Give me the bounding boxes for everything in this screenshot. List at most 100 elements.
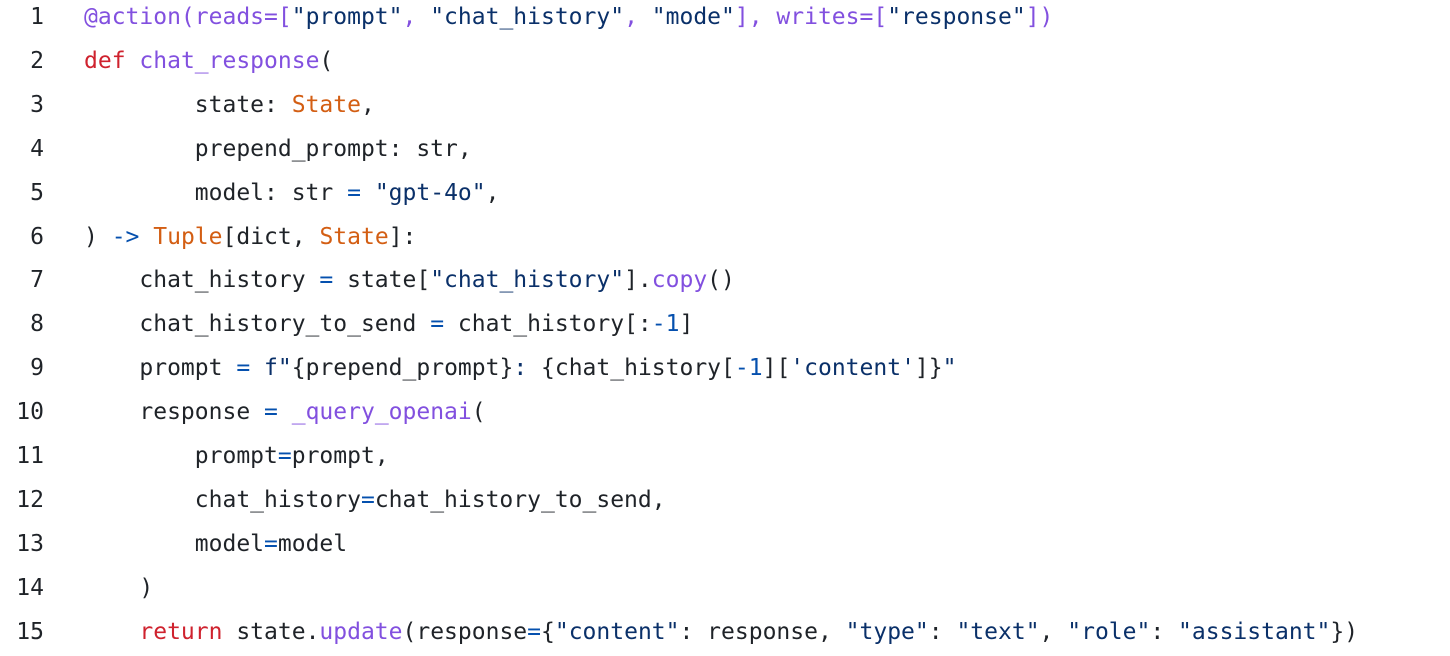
line-number: 10 xyxy=(16,399,44,426)
code-token-text: prompt, xyxy=(291,443,389,469)
code-token-string: f" xyxy=(264,355,292,382)
code-token-text xyxy=(250,355,264,381)
code-token-op: = xyxy=(277,443,292,469)
code-token-func: @action(reads=[ xyxy=(84,4,292,30)
code-token-text: () xyxy=(707,267,735,294)
code-token-string: "gpt-4o" xyxy=(374,179,486,206)
code-token-func: , xyxy=(624,4,652,30)
line-number: 2 xyxy=(30,47,44,74)
code-token-text: chat_history xyxy=(84,267,320,294)
code-token-text: ]: xyxy=(388,223,417,250)
code-token-keyword: def xyxy=(84,47,126,74)
code-token-string: "role" xyxy=(1067,618,1151,645)
code-text: prepend_prompt: str, xyxy=(84,127,472,171)
code-token-text: chat_history_to_send xyxy=(84,311,431,338)
code-token-text: model xyxy=(277,530,348,557)
code-token-text: }) xyxy=(1330,618,1359,645)
code-token-text: response xyxy=(84,399,265,426)
code-token-text: , xyxy=(485,179,500,206)
code-token-text: [dict, xyxy=(222,223,320,250)
code-token-type: Tuple xyxy=(153,223,223,250)
code-token-op: -> xyxy=(111,223,140,250)
code-token-func: ]) xyxy=(1025,4,1054,30)
code-token-text xyxy=(139,224,153,250)
code-text: model: str = "gpt-4o", xyxy=(84,171,500,215)
code-token-type: State xyxy=(291,91,361,118)
code-token-op: = xyxy=(360,486,375,513)
code-token-string: "prompt" xyxy=(291,4,403,30)
code-token-string: "assistant" xyxy=(1178,618,1331,645)
code-token-text: state. xyxy=(222,618,320,645)
code-token-text: ( xyxy=(471,399,486,426)
code-text: model=model xyxy=(84,522,347,566)
code-token-text: , xyxy=(1039,618,1068,645)
code-token-op: = xyxy=(430,311,445,338)
code-token-text: ] xyxy=(679,311,694,338)
code-token-text: (response xyxy=(402,618,528,645)
line-number: 9 xyxy=(30,355,44,382)
code-token-text: , xyxy=(360,91,375,118)
code-token-text: chat_history xyxy=(84,486,361,513)
line-number: 4 xyxy=(30,135,44,162)
code-token-keyword: return xyxy=(139,618,223,645)
code-token-type: State xyxy=(319,223,389,250)
code-text: prompt = f"{prepend_prompt}: {chat_histo… xyxy=(84,346,956,390)
line-number: 5 xyxy=(30,179,44,206)
code-text: chat_history = state["chat_history"].cop… xyxy=(84,258,735,302)
code-text: response = _query_openai( xyxy=(84,390,486,434)
code-token-string: "mode" xyxy=(651,4,735,30)
code-token-text: state: xyxy=(84,91,292,118)
code-token-text xyxy=(278,399,292,425)
code-token-text: prompt xyxy=(84,443,278,469)
code-token-text: ) xyxy=(84,574,154,601)
code-text: chat_history_to_send = chat_history[:-1] xyxy=(84,302,693,346)
code-token-op: = xyxy=(236,355,251,382)
line-number: 12 xyxy=(16,486,44,513)
code-token-string: " xyxy=(942,355,957,382)
line-number: 15 xyxy=(16,618,44,645)
code-token-text: {chat_history[ xyxy=(541,355,735,382)
line-number: 3 xyxy=(30,91,44,118)
code-token-text xyxy=(84,619,139,645)
line-number: 14 xyxy=(16,574,44,601)
code-token-text: : xyxy=(928,618,957,645)
code-token-num: -1 xyxy=(651,311,680,338)
code-token-string: "text" xyxy=(956,618,1040,645)
code-token-text: ) xyxy=(84,223,112,250)
line-number: 6 xyxy=(30,223,44,250)
code-text: chat_history=chat_history_to_send, xyxy=(84,478,666,522)
code-token-string: "chat_history" xyxy=(430,267,625,294)
code-token-text: chat_history[: xyxy=(444,311,652,338)
code-token-func: _query_openai xyxy=(291,399,472,426)
code-token-string: "type" xyxy=(845,618,929,645)
code-token-op: = xyxy=(319,267,334,294)
code-text: ) -> Tuple[dict, State]: xyxy=(84,215,416,259)
code-text: @action(reads=["prompt", "chat_history",… xyxy=(84,0,1053,39)
code-token-op: = xyxy=(347,179,361,206)
line-number: 1 xyxy=(30,4,44,30)
code-token-text: : xyxy=(1150,618,1179,645)
code-token-num: -1 xyxy=(734,355,763,382)
code-text: return state.update(response={"content":… xyxy=(84,610,1358,654)
code-token-op: = xyxy=(264,530,278,557)
code-text: state: State, xyxy=(84,83,375,127)
line-number: 11 xyxy=(16,443,44,469)
code-token-text: model: str xyxy=(84,179,348,206)
code-token-text: prompt xyxy=(84,355,237,382)
code-token-op: = xyxy=(527,618,541,645)
code-token-func: copy xyxy=(651,267,708,294)
code-token-text: ]. xyxy=(624,267,652,294)
code-token-text: prepend_prompt: str, xyxy=(84,135,472,162)
code-text: prompt=prompt, xyxy=(84,434,389,478)
code-token-text: model xyxy=(84,530,265,557)
code-token-func: update xyxy=(319,618,403,645)
code-token-string: "content" xyxy=(554,618,680,645)
code-token-string: "chat_history" xyxy=(430,4,625,30)
line-number: 13 xyxy=(16,530,44,557)
code-token-func: , xyxy=(402,4,431,30)
code-text: ) xyxy=(84,566,153,610)
code-text: def chat_response( xyxy=(84,39,333,83)
code-token-func: chat_response xyxy=(139,47,320,74)
code-token-text: ( xyxy=(319,47,334,74)
